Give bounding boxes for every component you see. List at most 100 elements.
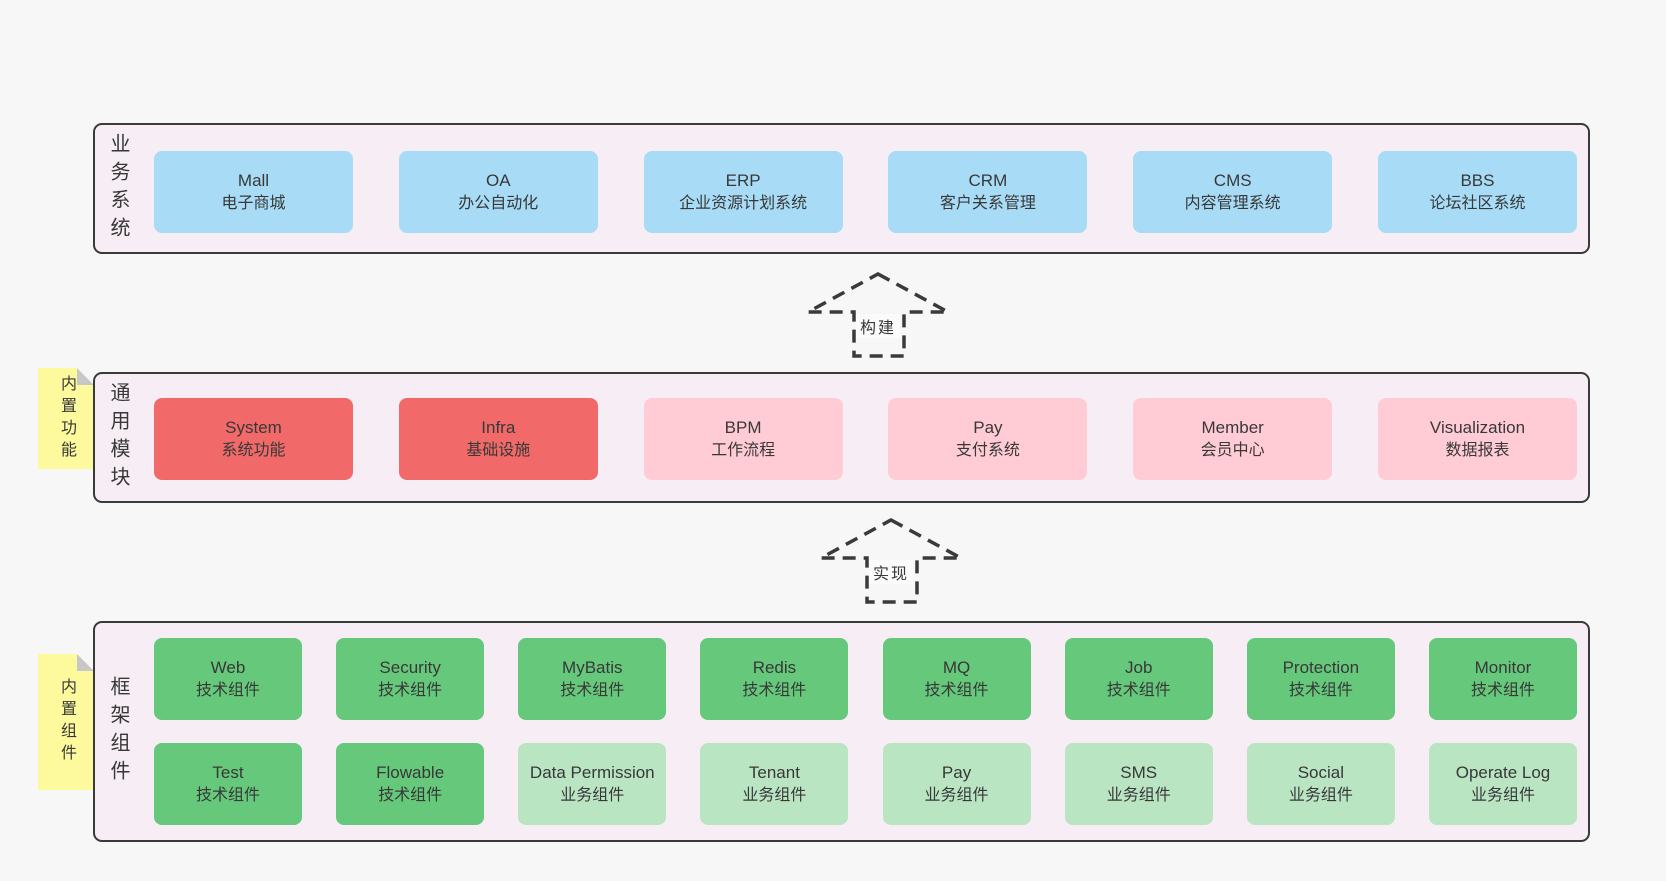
business-systems-row: Mall 电子商城 OA 办公自动化 ERP 企业资源计划系统 CRM 客户关系… [154, 151, 1577, 233]
box-name: Infra [481, 418, 516, 437]
box-subtitle: 支付系统 [955, 442, 1020, 459]
box-subtitle: 技术组件 [378, 787, 443, 804]
system-box: CRM 客户关系管理 [888, 151, 1088, 233]
box-subtitle: 办公自动化 [458, 195, 539, 212]
box-subtitle: 业务组件 [924, 787, 989, 804]
system-box: CMS 内容管理系统 [1133, 151, 1333, 233]
box-name: MQ [942, 658, 971, 677]
component-box: Web 技术组件 [154, 638, 302, 720]
implement-arrow: 实现 [817, 516, 965, 606]
box-subtitle: 基础设施 [466, 442, 531, 459]
sticky-fold-icon [77, 368, 94, 385]
sticky-fold-icon [77, 654, 94, 671]
box-name: BBS [1460, 171, 1495, 190]
box-name: Job [1124, 658, 1153, 677]
box-name: Flowable [376, 763, 445, 782]
box-subtitle: 业务组件 [1288, 787, 1353, 804]
component-box: MQ 技术组件 [882, 638, 1031, 720]
system-box: Mall 电子商城 [154, 151, 353, 233]
component-box: Monitor 技术组件 [1428, 638, 1577, 720]
system-box: OA 办公自动化 [398, 151, 598, 233]
box-subtitle: 技术组件 [195, 787, 260, 804]
framework-components-row-2: Test 技术组件 Flowable 技术组件 Data Permission … [154, 743, 1577, 825]
panel-business-systems: 业务系统 Mall 电子商城 OA 办公自动化 ERP 企业资源计划系统 [93, 123, 1590, 254]
box-name: Pay [973, 418, 1003, 437]
component-box: Job 技术组件 [1064, 638, 1213, 720]
box-name: Redis [752, 658, 797, 677]
build-arrow-label: 构建 [855, 314, 901, 338]
sticky-note-builtin-functions: 内置功能 [38, 368, 94, 469]
box-subtitle: 系统功能 [221, 442, 286, 459]
box-name: Security [379, 658, 441, 677]
system-box: ERP 企业资源计划系统 [643, 151, 843, 233]
module-box: System 系统功能 [154, 398, 353, 480]
build-arrow: 构建 [804, 270, 952, 360]
panel-framework-components: 框架组件 Web 技术组件 Security 技术组件 MyBatis 技术组件 [93, 621, 1590, 842]
box-name: SMS [1120, 763, 1158, 782]
box-subtitle: 业务组件 [1470, 787, 1535, 804]
sticky-note-label: 内置功能 [58, 374, 75, 463]
component-box: Security 技术组件 [336, 638, 485, 720]
box-name: System [225, 418, 282, 437]
box-name: Social [1297, 763, 1344, 782]
box-subtitle: 技术组件 [1470, 682, 1535, 699]
box-subtitle: 会员中心 [1200, 442, 1265, 459]
component-box: Pay 业务组件 [882, 743, 1031, 825]
module-box: Pay 支付系统 [888, 398, 1088, 480]
box-subtitle: 技术组件 [742, 682, 807, 699]
box-subtitle: 电子商城 [221, 195, 286, 212]
component-box: Flowable 技术组件 [336, 743, 485, 825]
panel-label-framework-components: 框架组件 [107, 675, 129, 788]
panel-common-modules: 通用模块 System 系统功能 Infra 基础设施 BPM 工作流程 [93, 372, 1590, 503]
system-box: BBS 论坛社区系统 [1377, 151, 1577, 233]
component-box: Operate Log 业务组件 [1428, 743, 1577, 825]
panel-label-business-systems: 业务系统 [107, 132, 129, 245]
box-subtitle: 业务组件 [560, 787, 625, 804]
component-box: Test 技术组件 [154, 743, 302, 825]
box-subtitle: 数据报表 [1445, 442, 1510, 459]
box-subtitle: 工作流程 [711, 442, 776, 459]
component-box: Data Permission 业务组件 [518, 743, 667, 825]
component-box: Social 业务组件 [1246, 743, 1395, 825]
box-subtitle: 内容管理系统 [1184, 195, 1281, 212]
box-name: Data Permission [529, 763, 655, 782]
box-subtitle: 客户关系管理 [939, 195, 1036, 212]
panel-label-common-modules: 通用模块 [107, 381, 129, 494]
box-subtitle: 论坛社区系统 [1429, 195, 1526, 212]
module-box: Visualization 数据报表 [1377, 398, 1577, 480]
component-box: SMS 业务组件 [1064, 743, 1213, 825]
implement-arrow-label: 实现 [868, 560, 914, 584]
box-name: Mall [237, 171, 270, 190]
dashed-up-arrow-icon [807, 272, 949, 358]
module-box: Infra 基础设施 [398, 398, 598, 480]
component-box: Protection 技术组件 [1246, 638, 1395, 720]
framework-components-row-1: Web 技术组件 Security 技术组件 MyBatis 技术组件 Redi… [154, 638, 1577, 720]
module-box: Member 会员中心 [1133, 398, 1333, 480]
box-name: OA [486, 171, 511, 190]
component-box: Tenant 业务组件 [700, 743, 849, 825]
sticky-note-builtin-components: 内置组件 [38, 654, 94, 790]
box-subtitle: 业务组件 [1106, 787, 1171, 804]
box-name: MyBatis [562, 658, 623, 677]
component-box: MyBatis 技术组件 [518, 638, 667, 720]
box-name: Monitor [1474, 658, 1532, 677]
box-subtitle: 技术组件 [195, 682, 260, 699]
box-name: Member [1201, 418, 1264, 437]
box-subtitle: 技术组件 [378, 682, 443, 699]
box-subtitle: 技术组件 [1288, 682, 1353, 699]
box-subtitle: 企业资源计划系统 [679, 195, 808, 212]
dashed-up-arrow-icon [820, 518, 962, 604]
box-name: ERP [725, 171, 761, 190]
box-subtitle: 技术组件 [924, 682, 989, 699]
box-subtitle: 业务组件 [742, 787, 807, 804]
sticky-note-label: 内置组件 [58, 678, 75, 766]
box-name: Protection [1282, 658, 1360, 677]
box-name: BPM [724, 418, 762, 437]
box-subtitle: 技术组件 [560, 682, 625, 699]
box-name: Tenant [748, 763, 800, 782]
common-modules-row: System 系统功能 Infra 基础设施 BPM 工作流程 Pay 支付系统 [154, 398, 1577, 480]
box-name: Web [210, 658, 246, 677]
box-name: CMS [1213, 171, 1252, 190]
box-name: CRM [968, 171, 1008, 190]
